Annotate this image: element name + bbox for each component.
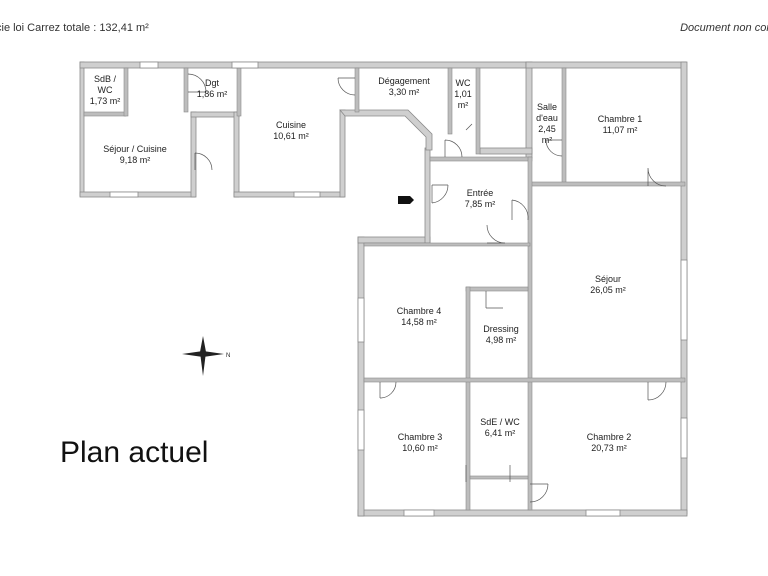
room-label-line: Chambre 1 bbox=[598, 114, 643, 124]
wall-dgt-right bbox=[236, 67, 242, 117]
wall-entree-south bbox=[363, 242, 531, 247]
room-label-line: 10,61 m² bbox=[273, 131, 309, 141]
room-label-line: 6,41 m² bbox=[485, 428, 516, 438]
interior-walls bbox=[83, 67, 686, 511]
wall-entree-west bbox=[424, 147, 431, 244]
wall-dgt-south bbox=[190, 111, 240, 118]
compass-label: N bbox=[226, 353, 230, 359]
wall-north-right bbox=[525, 61, 687, 69]
wall-wc-east bbox=[475, 67, 481, 155]
room-label-line: 4,98 m² bbox=[486, 335, 517, 345]
room-label-line: Dégagement bbox=[378, 76, 430, 86]
room-label-line: 1,73 m² bbox=[90, 96, 121, 106]
room-label-line: WC bbox=[98, 85, 113, 95]
entry-arrow-icon bbox=[398, 196, 414, 204]
wall-dgt-left bbox=[183, 67, 189, 113]
room-label-line: Salle bbox=[537, 102, 557, 112]
room-label-line: Séjour / Cuisine bbox=[103, 144, 167, 154]
wall-west-lower bbox=[357, 236, 365, 517]
room-label-line: 10,60 m² bbox=[402, 443, 438, 453]
room-label-line: SdB / bbox=[94, 74, 117, 84]
room-label-line: Dressing bbox=[483, 324, 519, 334]
total-area-text: cie loi Carrez totale : 132,41 m² bbox=[0, 22, 149, 34]
room-label-line: 2,45 bbox=[538, 124, 556, 134]
room-label-line: 26,05 m² bbox=[590, 285, 626, 295]
room-label-line: 1,01 bbox=[454, 89, 472, 99]
room-label-line: 14,58 m² bbox=[401, 317, 437, 327]
wall-sejour-west bbox=[527, 156, 533, 511]
wall-cuisine-west bbox=[233, 111, 240, 198]
compass-rose-icon: N bbox=[182, 336, 230, 376]
wall-degagement-west bbox=[354, 67, 360, 113]
room-label-line: 9,18 m² bbox=[120, 155, 151, 165]
room-label-line: m² bbox=[542, 135, 553, 145]
room-label-line: SdE / WC bbox=[480, 417, 520, 427]
room-label-line: WC bbox=[456, 78, 471, 88]
wall-chambre1-west bbox=[561, 67, 567, 185]
wall-dressing-west bbox=[465, 286, 471, 511]
room-label-line: Chambre 2 bbox=[587, 432, 632, 442]
room-label-line: m² bbox=[458, 100, 469, 110]
room-label-line: Séjour bbox=[595, 274, 621, 284]
room-label-line: 7,85 m² bbox=[465, 199, 496, 209]
room-label-line: 11,07 m² bbox=[603, 125, 638, 135]
room-label-line: Dgt bbox=[205, 78, 220, 88]
wall-sde-bottom bbox=[469, 475, 529, 480]
room-label-line: Cuisine bbox=[276, 120, 306, 130]
room-label-line: 1,86 m² bbox=[197, 89, 228, 99]
wall-mid-horizontal bbox=[363, 377, 686, 383]
wall-dressing-north bbox=[465, 286, 529, 292]
plan-title: Plan actuel bbox=[60, 436, 209, 469]
room-label-line: Chambre 4 bbox=[397, 306, 442, 316]
wall-sdb-south bbox=[83, 111, 127, 117]
room-label-line: 3,30 m² bbox=[389, 87, 420, 97]
wall-notch-south bbox=[479, 147, 533, 155]
disclaimer-text: Document non cor bbox=[680, 22, 768, 34]
door-swings bbox=[187, 73, 667, 503]
room-label-line: Entrée bbox=[467, 188, 494, 198]
wall-sdb-east bbox=[123, 67, 129, 117]
wall-corridor-angled bbox=[339, 109, 433, 151]
room-label-line: Chambre 3 bbox=[398, 432, 443, 442]
wall-entree-north bbox=[429, 156, 533, 162]
wall-cuisine-east bbox=[339, 109, 346, 198]
wall-cuisine-south bbox=[233, 191, 345, 198]
wall-left-wing-west bbox=[79, 61, 85, 197]
wall-step bbox=[357, 236, 431, 244]
windows bbox=[109, 61, 688, 517]
room-label-line: 20,73 m² bbox=[591, 443, 627, 453]
room-label-line: d'eau bbox=[536, 113, 558, 123]
wall-notch-west bbox=[525, 61, 533, 159]
wall-wc-west bbox=[447, 67, 453, 135]
